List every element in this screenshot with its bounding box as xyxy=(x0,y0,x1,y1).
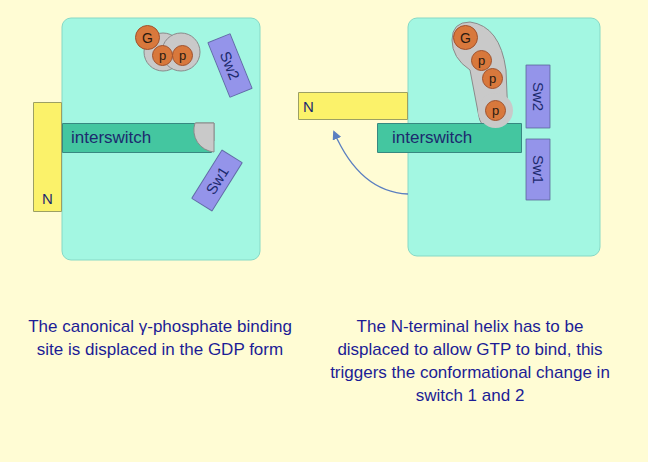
node-label: interswitch xyxy=(71,128,151,148)
switch-box: Sw1 xyxy=(526,139,551,201)
interswitch-bar: interswitch xyxy=(62,123,212,153)
switch-box: Sw2 xyxy=(526,65,551,129)
phosphate-pocket xyxy=(190,118,220,158)
node-label: N xyxy=(303,98,314,115)
node-label: p xyxy=(179,48,186,63)
nucleotide-circle: p xyxy=(152,45,173,66)
caption-text: The N-terminal helix has to be displaced… xyxy=(320,316,620,408)
node-label: Sw2 xyxy=(530,82,547,111)
interswitch-bar: interswitch xyxy=(377,123,522,153)
node-label: p xyxy=(492,103,499,118)
node-label: p xyxy=(159,48,166,63)
helix-box: N xyxy=(33,102,62,212)
helix-box: N xyxy=(298,92,408,120)
node-label: interswitch xyxy=(392,128,472,148)
node-label: Sw1 xyxy=(530,155,547,184)
node-label: G xyxy=(460,30,471,46)
node-label: p xyxy=(489,71,496,86)
node-label: p xyxy=(478,53,485,68)
node-label: N xyxy=(42,190,53,207)
nucleotide-circle: p xyxy=(482,68,503,89)
node-label: G xyxy=(142,30,153,46)
nucleotide-circle: G xyxy=(453,25,478,50)
nucleotide-circle: p xyxy=(485,100,506,121)
nucleotide-circle: p xyxy=(172,45,193,66)
protein-body xyxy=(62,18,260,260)
binding-pocket xyxy=(452,22,508,132)
caption-text: The canonical γ-phosphate binding site i… xyxy=(25,316,295,362)
binding-pocket xyxy=(194,123,214,152)
